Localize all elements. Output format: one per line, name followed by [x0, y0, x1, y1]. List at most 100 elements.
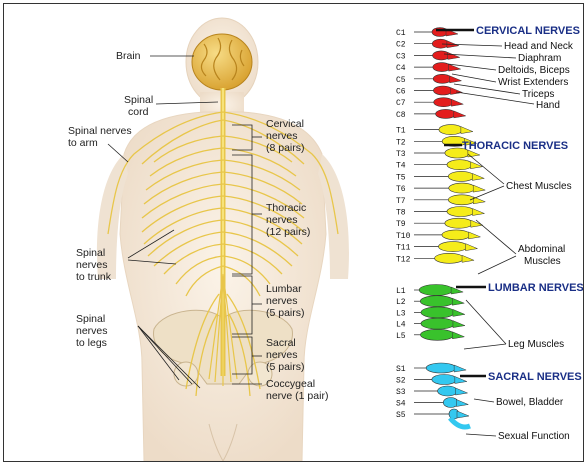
- sacral-nerves-label: Sacral: [266, 337, 296, 349]
- vertebra-label-s5: S5: [396, 411, 406, 420]
- chest-muscles-label: Chest Muscles: [506, 181, 572, 192]
- brain: [192, 34, 252, 90]
- deltoids-biceps-label: Deltoids, Biceps: [498, 65, 570, 76]
- vertebra-label-t12: T12: [396, 255, 411, 264]
- spinous-process-c8: [454, 111, 466, 118]
- thoracic-nerves-label: Thoracic: [266, 202, 306, 214]
- svg-text:Coccygealnerve (1 pair): Coccygealnerve (1 pair): [266, 378, 328, 402]
- vertebra-label-l5: L5: [396, 332, 406, 341]
- vertebra-t11: [438, 242, 467, 252]
- vertebra-label-t5: T5: [396, 173, 406, 182]
- vertebra-c6: [433, 86, 452, 95]
- spinous-process-s2: [455, 377, 467, 384]
- diaphram-label: Diaphram: [518, 53, 561, 64]
- sexual-function-label: Sexual Function: [498, 431, 570, 442]
- head-neck-label: Head and Neck: [504, 41, 574, 52]
- vertebra-label-t2: T2: [396, 138, 406, 147]
- vertebra-s1: [426, 363, 456, 373]
- spinous-process-l4: [453, 321, 465, 328]
- vertebra-t6: [449, 183, 476, 193]
- wrist-extenders-label: Wrist Extenders: [498, 77, 568, 88]
- vertebra-t4: [447, 160, 473, 170]
- cervical-nerves-label: Cervical: [266, 118, 304, 130]
- cervical-header: CERVICAL NERVES: [476, 25, 580, 37]
- spinous-process-t5: [472, 173, 484, 180]
- spinous-process-c3: [448, 52, 460, 59]
- nerves-to-arm-label: Spinal nerves: [68, 125, 132, 137]
- triceps-label: Triceps: [522, 89, 554, 100]
- vertebra-s2: [432, 375, 457, 385]
- vertebra-label-t3: T3: [396, 150, 406, 159]
- vertebra-label-t4: T4: [396, 162, 406, 171]
- vertebra-s3: [438, 386, 458, 396]
- vertebra-label-l2: L2: [396, 298, 406, 307]
- spinal-cord-label: Spinal: [124, 94, 153, 106]
- vertebra-t12: [435, 253, 465, 263]
- vertebra-l4: [421, 318, 455, 329]
- spinous-process-t12: [462, 255, 474, 262]
- vertebra-l2: [420, 296, 454, 307]
- sacral-header: SACRAL NERVES: [488, 371, 582, 383]
- spinous-process-s1: [454, 365, 466, 372]
- nerves-to-trunk-label: Spinal: [76, 247, 105, 259]
- spinous-process-l3: [453, 309, 465, 316]
- vertebra-l1: [419, 285, 453, 296]
- vertebra-label-t1: T1: [396, 127, 406, 136]
- spinous-process-t8: [472, 209, 484, 216]
- thoracic-header: THORACIC NERVES: [462, 140, 568, 152]
- vertebra-label-c6: C6: [396, 88, 406, 97]
- vertebra-t8: [447, 207, 475, 217]
- vertebra-l5: [420, 329, 454, 340]
- spinous-process-t10: [468, 232, 480, 239]
- spinous-process-s5: [457, 411, 469, 418]
- vertebra-label-s2: S2: [396, 377, 406, 386]
- vertebra-t1: [439, 125, 463, 135]
- vertebra-label-c8: C8: [396, 111, 406, 120]
- coccygeal-nerve-label: Coccygeal: [266, 378, 315, 390]
- coccyx: [450, 418, 470, 427]
- vertebra-label-t6: T6: [396, 185, 406, 194]
- vertebra-label-l1: L1: [396, 287, 406, 296]
- nerves-to-legs-label: Spinal: [76, 313, 105, 325]
- vertebra-label-t8: T8: [396, 209, 406, 218]
- vertebra-c2: [432, 39, 449, 48]
- vertebra-t10: [442, 230, 471, 240]
- vertebra-t9: [445, 218, 473, 228]
- vertebra-label-c4: C4: [396, 64, 406, 73]
- spinous-process-t4: [470, 162, 482, 169]
- lumbar-nerves-label: Lumbar: [266, 283, 302, 295]
- spinous-process-t11: [465, 244, 477, 251]
- spinous-process-s4: [456, 400, 468, 407]
- vertebra-label-c1: C1: [396, 29, 406, 38]
- spinous-process-t6: [473, 185, 485, 192]
- bowel-bladder-label: Bowel, Bladder: [496, 397, 564, 408]
- vertebra-c7: [434, 98, 454, 107]
- spinous-process-c5: [450, 76, 462, 83]
- vertebra-c8: [436, 109, 456, 118]
- abdominal-muscles-label: Abdominal: [518, 244, 565, 255]
- leg-muscles-label: Leg Muscles: [508, 339, 564, 350]
- spinous-process-t9: [471, 220, 483, 227]
- vertebra-label-c3: C3: [396, 52, 406, 61]
- vertebra-label-c2: C2: [396, 41, 406, 50]
- vertebra-t5: [448, 171, 474, 181]
- vertebra-label-t10: T10: [396, 232, 411, 241]
- svg-text:Spinalcord: Spinalcord: [124, 94, 153, 118]
- spinous-process-l2: [452, 298, 464, 305]
- vertebra-l3: [421, 307, 455, 318]
- vertebra-label-l4: L4: [396, 321, 406, 330]
- spinous-process-c7: [451, 99, 463, 106]
- vertebra-c4: [433, 63, 451, 72]
- vertebra-label-t9: T9: [396, 220, 406, 229]
- vertebra-c3: [433, 51, 450, 60]
- brain-label: Brain: [116, 50, 141, 62]
- spinous-process-t1: [461, 127, 473, 134]
- vertebra-label-c5: C5: [396, 76, 406, 85]
- vertebra-label-t7: T7: [396, 197, 406, 206]
- vertebra-c5: [433, 74, 451, 83]
